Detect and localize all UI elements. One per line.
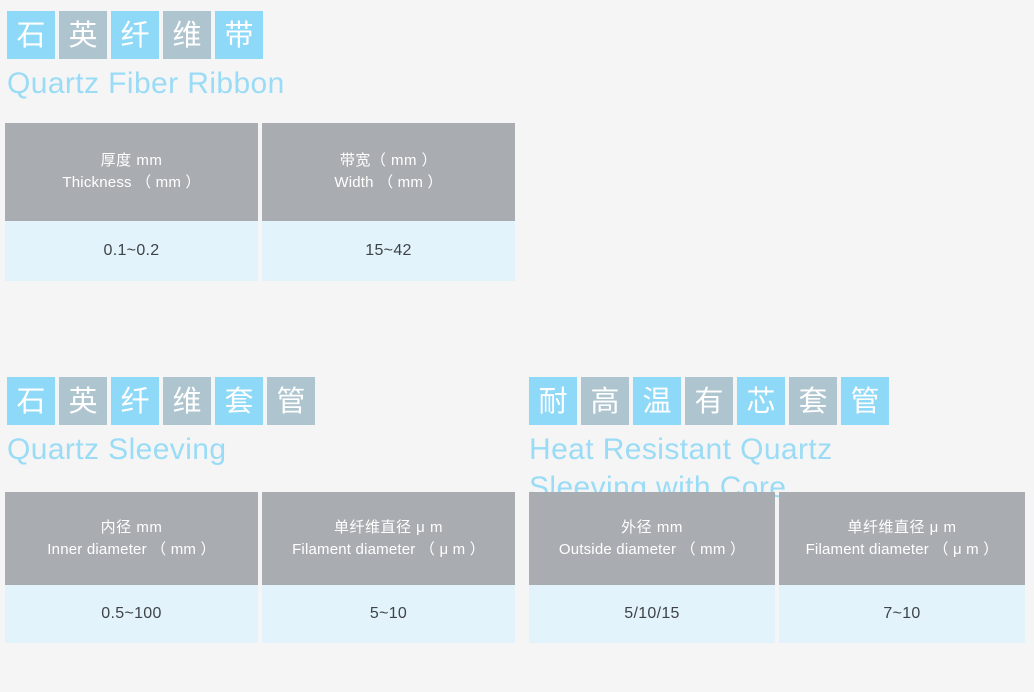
spec-value-cell: 0.5~100 <box>5 585 258 643</box>
spec-header-cn: 内径 mm <box>100 518 163 536</box>
title-badge: 纤 <box>111 377 159 425</box>
cjk-title-badges-sleeving: 石 英 纤 维 套 管 <box>0 366 520 425</box>
title-badge: 石 <box>7 377 55 425</box>
title-badge: 管 <box>841 377 889 425</box>
spec-column: 外径 mm Outside diameter （ mm ） 5/10/15 <box>529 492 775 643</box>
spec-column: 内径 mm Inner diameter （ mm ） 0.5~100 <box>5 492 258 643</box>
spec-header-cn: 单纤维直径 μ m <box>334 518 443 536</box>
title-badge: 温 <box>633 377 681 425</box>
spec-header-cn: 带宽（ mm ） <box>339 152 438 169</box>
cjk-title-badges-ribbon: 石 英 纤 维 带 <box>0 0 520 59</box>
title-badge: 管 <box>267 377 315 425</box>
spec-value-cell: 15~42 <box>262 221 515 281</box>
section-quartz-fiber-ribbon: 石 英 纤 维 带 Quartz Fiber Ribbon 厚度 mm Thic… <box>0 0 520 281</box>
title-badge: 纤 <box>111 11 159 59</box>
title-badge: 英 <box>59 11 107 59</box>
title-badge: 维 <box>163 11 211 59</box>
title-badge: 高 <box>581 377 629 425</box>
spec-header-en: Outside diameter （ mm ） <box>558 540 746 558</box>
spec-header-en: Filament diameter （ μ m ） <box>292 540 485 558</box>
spec-header-cn: 单纤维直径 μ m <box>847 518 957 536</box>
spec-column: 厚度 mm Thickness （ mm ） 0.1~0.2 <box>5 123 258 281</box>
section-heat-resistant-quartz-sleeving-with-core: 耐 高 温 有 芯 套 管 Heat Resistant Quartz Slee… <box>522 366 1034 643</box>
spec-header-en: Inner diameter （ mm ） <box>47 540 216 558</box>
spec-header-en: Filament diameter （ μ m ） <box>805 540 999 558</box>
spec-value-cell: 0.1~0.2 <box>5 221 258 281</box>
spec-column-header: 带宽（ mm ） Width （ mm ） <box>262 123 515 221</box>
title-badge: 套 <box>215 377 263 425</box>
title-badge: 芯 <box>737 377 785 425</box>
spec-column-header: 厚度 mm Thickness （ mm ） <box>5 123 258 221</box>
spec-column-header: 内径 mm Inner diameter （ mm ） <box>5 492 258 585</box>
section-quartz-sleeving: 石 英 纤 维 套 管 Quartz Sleeving 内径 mm Inner … <box>0 366 520 643</box>
section-english-title: Quartz Sleeving <box>7 433 227 466</box>
spec-column: 单纤维直径 μ m Filament diameter （ μ m ） 7~10 <box>779 492 1025 643</box>
spec-column-header: 外径 mm Outside diameter （ mm ） <box>529 492 775 585</box>
spec-header-cn: 厚度 mm <box>100 152 163 169</box>
spec-table-sleeving: 内径 mm Inner diameter （ mm ） 0.5~100 单纤维直… <box>0 492 520 643</box>
spec-column-header: 单纤维直径 μ m Filament diameter （ μ m ） <box>262 492 515 585</box>
title-badge: 有 <box>685 377 733 425</box>
spec-header-en: Width （ mm ） <box>334 174 443 191</box>
title-badge: 英 <box>59 377 107 425</box>
spec-column: 带宽（ mm ） Width （ mm ） 15~42 <box>262 123 515 281</box>
spec-value-cell: 5/10/15 <box>529 585 775 643</box>
title-badge: 维 <box>163 377 211 425</box>
section-english-title: Quartz Fiber Ribbon <box>7 67 285 100</box>
title-badge: 耐 <box>529 377 577 425</box>
spec-value-cell: 7~10 <box>779 585 1025 643</box>
title-badge: 套 <box>789 377 837 425</box>
spec-header-en: Thickness （ mm ） <box>62 174 201 191</box>
spec-table-ribbon: 厚度 mm Thickness （ mm ） 0.1~0.2 带宽（ mm ） … <box>0 123 520 281</box>
spec-column: 单纤维直径 μ m Filament diameter （ μ m ） 5~10 <box>262 492 515 643</box>
spec-table-core: 外径 mm Outside diameter （ mm ） 5/10/15 单纤… <box>522 492 1034 643</box>
spec-column-header: 单纤维直径 μ m Filament diameter （ μ m ） <box>779 492 1025 585</box>
title-badge: 石 <box>7 11 55 59</box>
spec-header-cn: 外径 mm <box>621 518 683 536</box>
title-badge: 带 <box>215 11 263 59</box>
spec-value-cell: 5~10 <box>262 585 515 643</box>
cjk-title-badges-core: 耐 高 温 有 芯 套 管 <box>522 366 1034 425</box>
